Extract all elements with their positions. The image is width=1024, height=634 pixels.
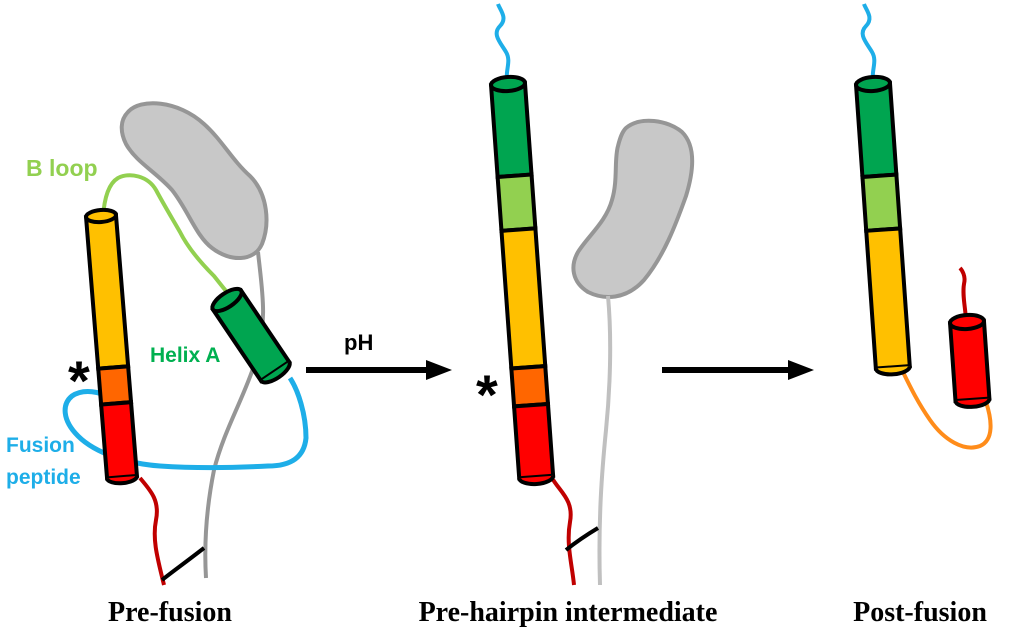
pre-fusion-panel: B loop Helix A Fusion peptide * Pre-fusi…: [6, 101, 309, 628]
pre-hairpin-gray-stem: [597, 295, 613, 586]
cyl1-bottom-cap: [105, 475, 139, 486]
cyl2-green: [488, 80, 534, 180]
cyl3-light-green: [860, 172, 903, 233]
helixa-top-cap: [210, 286, 244, 314]
label-ph: pH: [344, 330, 373, 355]
asterisk-marker-2: *: [476, 363, 498, 426]
post-fusion-helix-cylinder: [853, 74, 912, 377]
fusion-peptide-loop: [62, 376, 309, 470]
gray-stem: [203, 251, 266, 579]
cyl2-yellow: [499, 226, 548, 371]
cyl1-top-cap: [84, 207, 118, 225]
pre-hairpin-panel: * Pre-hairpin intermediate: [419, 3, 718, 628]
label-b-loop: B loop: [26, 155, 98, 181]
ph-arrow: pH: [306, 330, 452, 380]
pre-hairpin-black-segment: [564, 526, 600, 552]
transition-arrow-2: [662, 360, 814, 380]
cyl4-top-cap: [948, 312, 986, 332]
tm-tail-dark-red: [138, 476, 166, 586]
prefusion-helix-cylinder: [83, 207, 140, 486]
pre-hairpin-blue-tail: [494, 3, 511, 83]
cyl4-red: [947, 318, 992, 404]
post-fusion-blue-tail: [860, 3, 877, 83]
b-loop-strand: [101, 173, 236, 302]
arrow2-head: [788, 360, 814, 380]
cyl3-bottom-cap: [873, 365, 912, 377]
asterisk-marker-1: *: [68, 349, 90, 412]
cyl1-yellow: [83, 212, 131, 371]
cyl2-top-cap: [489, 74, 527, 94]
pre-hairpin-helix-cylinder: [488, 74, 556, 487]
cyl1-red: [98, 400, 140, 481]
cyl2-red: [511, 401, 556, 481]
cyl2-light-green: [495, 172, 538, 233]
caption-post-fusion: Post-fusion: [853, 597, 987, 628]
cyl1-orange: [96, 364, 134, 407]
cyl3-top-cap: [854, 74, 892, 94]
helix-a-cylinder: [210, 286, 292, 385]
gray-head-domain: [119, 101, 269, 261]
caption-pre-fusion: Pre-fusion: [108, 597, 232, 628]
cyl2-orange: [509, 363, 551, 409]
label-helix-a: Helix A: [150, 344, 220, 367]
cyl3-yellow: [864, 226, 912, 371]
helixa-bottom-cap: [259, 360, 292, 385]
label-fusion-peptide-line1: Fusion: [6, 434, 75, 457]
cyl3-green: [853, 80, 899, 180]
pre-hairpin-gray-head: [571, 118, 695, 299]
post-fusion-dark-red-tail: [958, 266, 968, 323]
tm-black-segment: [160, 546, 206, 582]
post-fusion-orange-loop: [898, 365, 993, 450]
pre-hairpin-dark-red-tail: [550, 476, 576, 586]
post-fusion-panel: Post-fusion: [853, 3, 993, 628]
cyl4-bottom-cap: [953, 398, 992, 409]
label-fusion-peptide-line2: peptide: [6, 466, 81, 489]
ph-arrow-head: [426, 360, 452, 380]
caption-pre-hairpin: Pre-hairpin intermediate: [419, 597, 718, 628]
cyl2-bottom-cap: [517, 475, 556, 487]
post-fusion-small-red-cylinder: [947, 312, 992, 409]
